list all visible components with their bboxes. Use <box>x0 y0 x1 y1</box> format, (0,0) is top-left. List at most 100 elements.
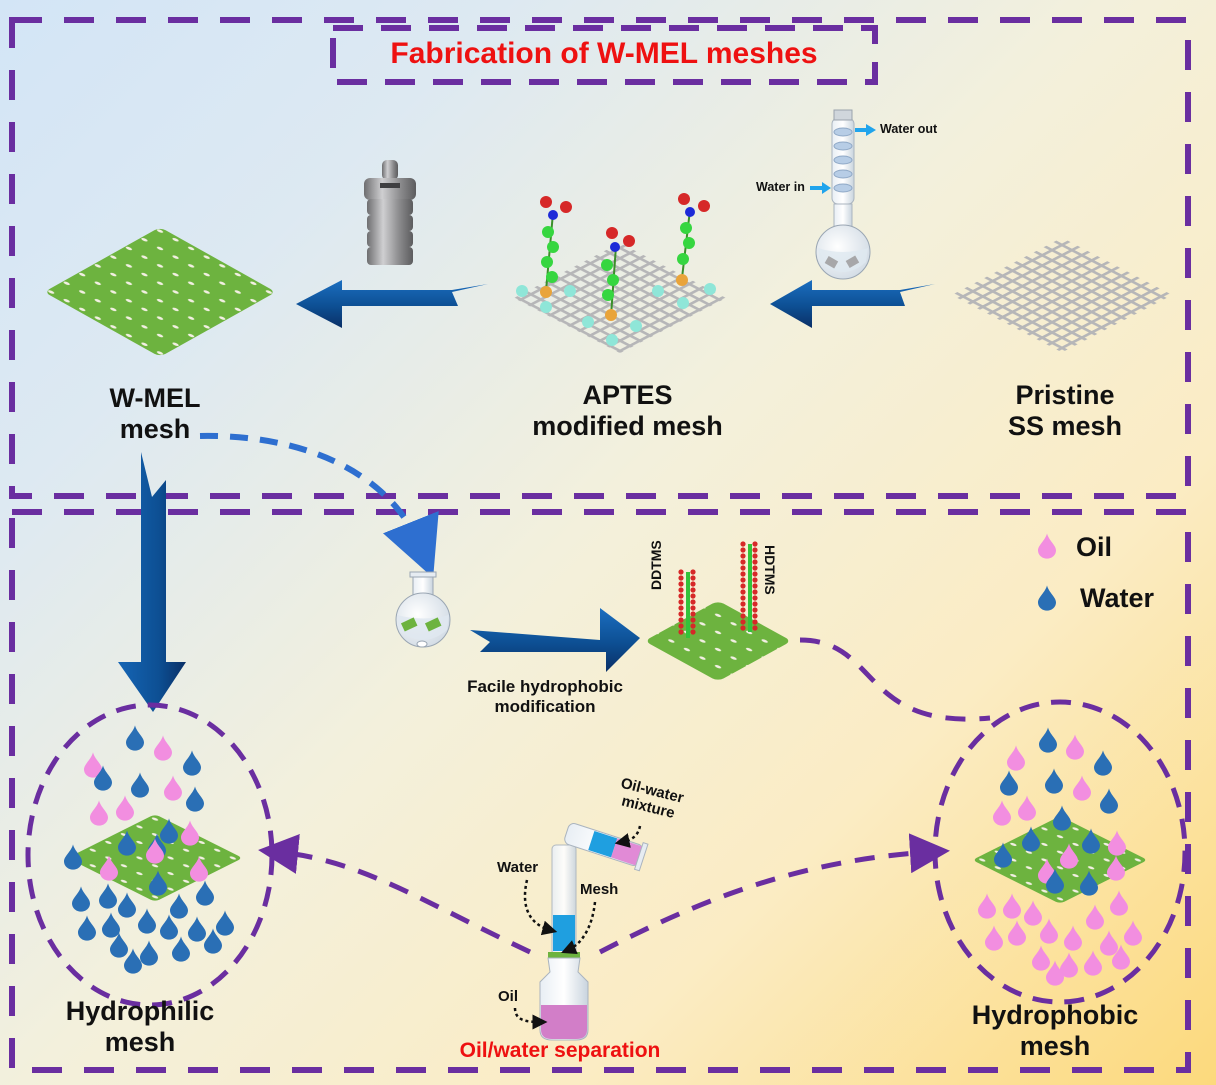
silane-atom <box>740 607 746 613</box>
water-drop-icon <box>1038 585 1056 611</box>
silane-atom <box>752 565 758 571</box>
oil-droplet <box>1008 920 1026 946</box>
title-frame <box>330 25 878 85</box>
oil-label: Oil <box>498 988 519 1005</box>
dashed-link-to-hydrophobic <box>799 637 991 722</box>
silane-atom <box>740 553 746 559</box>
oil-droplet <box>154 735 172 761</box>
legend-water-label: Water <box>1080 583 1155 613</box>
oil-droplet <box>116 795 134 821</box>
silane-atom <box>752 601 758 607</box>
ddtms-chain <box>678 569 696 638</box>
water-droplet <box>188 916 206 942</box>
modification-label-line2: modification <box>494 696 596 716</box>
silane-atom <box>740 541 746 547</box>
oil-droplet <box>1040 918 1058 944</box>
water-droplet <box>170 893 188 919</box>
bottom-panel-frame <box>9 509 1191 1073</box>
water-out-label: Water out <box>880 122 938 136</box>
arrow-wmel-to-hydrophilic <box>118 452 186 712</box>
water-droplet <box>72 886 90 912</box>
silane-atom <box>740 577 746 583</box>
hydrophobic-label-line2: mesh <box>1019 1031 1091 1062</box>
water-droplet <box>1039 727 1057 753</box>
silane-atom <box>740 571 746 577</box>
aptes-modified-mesh <box>513 193 727 354</box>
silane-atom <box>678 575 684 581</box>
silane-atom <box>752 619 758 625</box>
arrow-pristine-to-aptes <box>770 280 935 328</box>
silane-atom <box>678 623 684 629</box>
silane-atom <box>690 593 696 599</box>
oil-droplet <box>1084 950 1102 976</box>
water-droplet <box>64 844 82 870</box>
dashed-arrow-wmel-to-flask <box>199 432 439 578</box>
legend-oil-label: Oil <box>1076 532 1113 562</box>
water-droplet <box>118 892 136 918</box>
arrow-modification <box>470 608 640 672</box>
pristine-label-line2: SS mesh <box>1007 411 1123 442</box>
silane-atom <box>752 553 758 559</box>
oil-droplet <box>1110 890 1128 916</box>
wmel-mesh <box>47 228 273 356</box>
silane-atom <box>690 617 696 623</box>
oil-droplet <box>90 800 108 826</box>
water-label: Water <box>497 859 539 876</box>
hdtms-label: HDTMS <box>762 545 778 595</box>
water-droplet <box>126 725 144 751</box>
silane-atom <box>740 547 746 553</box>
silane-atom <box>740 613 746 619</box>
oil-droplet <box>985 925 1003 951</box>
silane-atom <box>678 605 684 611</box>
silane-atom <box>752 607 758 613</box>
oil-droplet <box>1007 745 1025 771</box>
ddtms-label: DDTMS <box>648 540 664 590</box>
silane-atom <box>678 581 684 587</box>
silane-atom <box>740 583 746 589</box>
silane-atom <box>690 629 696 635</box>
wmel-label: W-MEL mesh <box>80 383 230 445</box>
silane-atom <box>690 611 696 617</box>
water-droplet <box>78 915 96 941</box>
pristine-label: Pristine SS mesh <box>975 380 1155 442</box>
water-droplet <box>1000 770 1018 796</box>
silane-atom <box>740 595 746 601</box>
page-title: Fabrication of W-MEL meshes <box>390 37 818 70</box>
silane-atom <box>752 583 758 589</box>
mesh-label: Mesh <box>580 881 619 898</box>
water-droplet <box>160 914 178 940</box>
silane-atom <box>752 595 758 601</box>
modification-flask <box>395 571 451 648</box>
oil-droplet <box>978 893 996 919</box>
wmel-label-line1: W-MEL <box>109 383 201 413</box>
oil-droplet <box>1100 930 1118 956</box>
water-droplet <box>1100 788 1118 814</box>
silane-atom <box>690 623 696 629</box>
silane-atom <box>752 559 758 565</box>
oil-droplet <box>1032 945 1050 971</box>
separation-apparatus <box>513 823 649 1041</box>
oil-droplet <box>1066 734 1084 760</box>
top-panel-frame <box>9 17 1191 499</box>
silane-atom <box>678 599 684 605</box>
aptes-molecule <box>582 227 642 346</box>
oil-droplet <box>1024 900 1042 926</box>
water-droplet <box>1053 805 1071 831</box>
silane-atom <box>678 587 684 593</box>
oil-droplet <box>1003 893 1021 919</box>
reflux-apparatus <box>810 109 876 280</box>
silane-atom <box>740 625 746 631</box>
silane-atom <box>678 569 684 575</box>
silane-atom <box>740 559 746 565</box>
water-in-label: Water in <box>756 180 805 194</box>
weight-icon <box>364 160 416 265</box>
silane-modified-mesh <box>647 541 789 680</box>
modification-label-line1: Facile hydrophobic <box>467 677 623 696</box>
water-droplet <box>196 880 214 906</box>
silane-atom <box>740 589 746 595</box>
separation-title: Oil/water separation <box>459 1039 661 1062</box>
silane-atom <box>752 577 758 583</box>
arrow-aptes-to-wmel <box>296 280 488 328</box>
